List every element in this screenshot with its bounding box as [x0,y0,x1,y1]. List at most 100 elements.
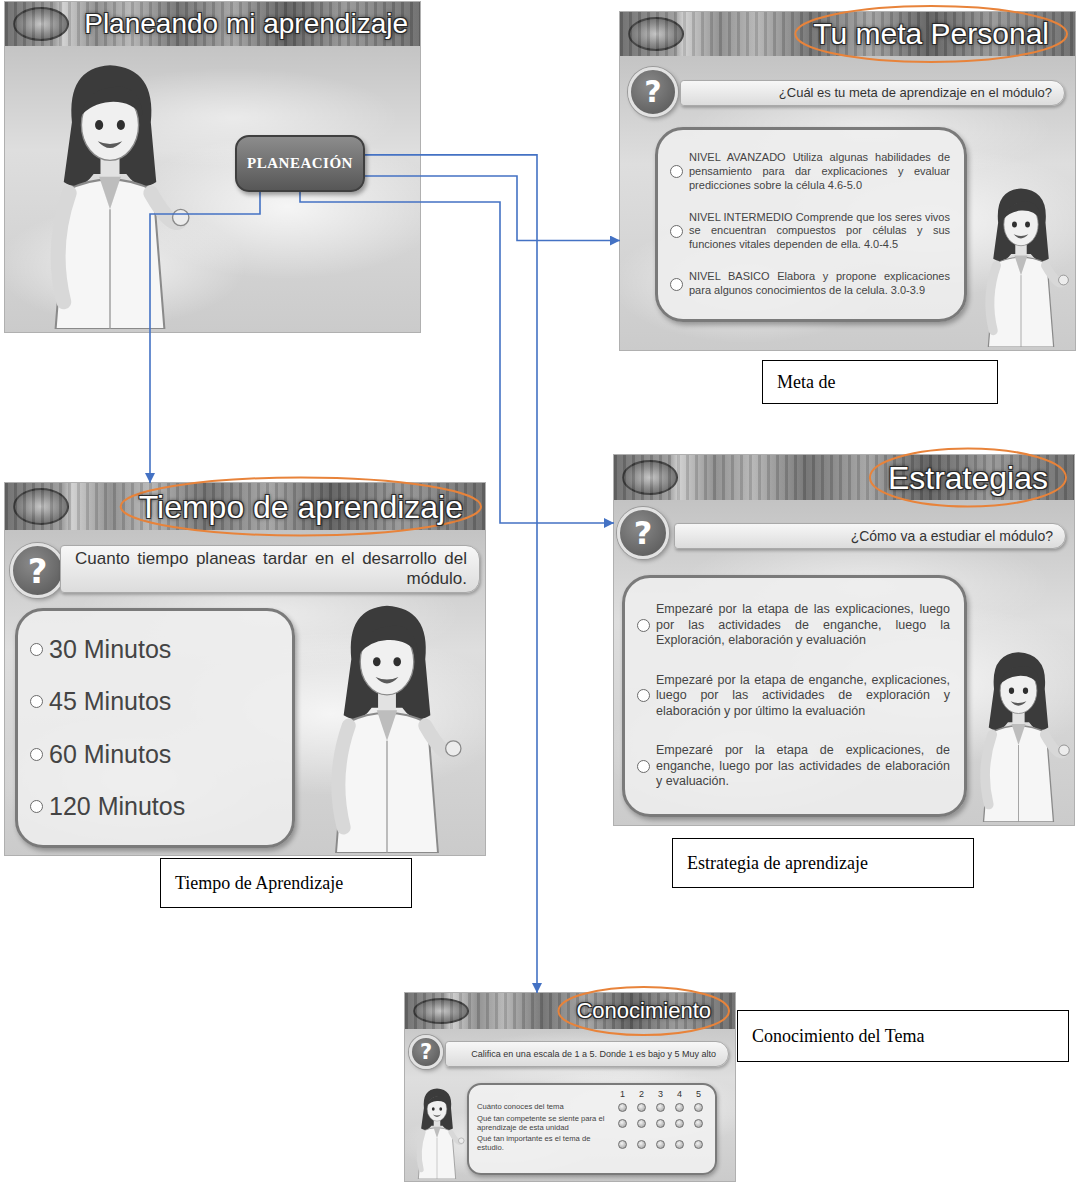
question-text: Cuanto tiempo planeas tardar en el desar… [75,549,467,590]
slide-title: Estrategias [888,462,1048,494]
cell-image [622,460,678,495]
option-text: Empezaré por la etapa de las explicacion… [656,602,950,649]
caption-box: Meta de [762,360,998,404]
question-icon: ? [409,1035,443,1069]
slide-panel: Tu meta Personal? ¿Cuál es tu meta de apr… [620,12,1075,350]
radio-button [637,689,650,702]
slide-title: Tiempo de aprendizaje [139,491,463,523]
slide-title: Conocimiento [576,1000,711,1022]
cell-image [13,488,69,525]
slide-panel: Conocimiento? Califica en una escala de 1… [405,993,735,1181]
option-row: Empezaré por la etapa de enganche, expli… [637,673,950,720]
option-row: NIVEL INTERMEDIO Comprende que los seres… [670,211,950,252]
radio-button [637,1119,646,1128]
rating-question: Qué tan importante es el tema de estudio… [477,1135,612,1153]
planning-button: PLANEACIÓN [235,135,365,192]
teacher-illustration [297,598,477,853]
header-strip: Tu meta Personal [620,12,1075,56]
option-text: 45 Minutos [49,686,278,717]
scale-number: 1 [614,1090,631,1100]
radio-button [618,1119,627,1128]
radio-button [618,1103,627,1112]
options-panel: Empezaré por la etapa de las explicacion… [622,575,967,817]
slide-panel: Tiempo de aprendizaje?Cuanto tiempo plan… [5,483,485,855]
question-mark: ? [420,1042,432,1063]
option-text: NIVEL INTERMEDIO Comprende que los seres… [689,211,950,252]
rating-table: 12345Cuánto conoces del temaQué tan comp… [467,1083,717,1175]
radio-button [670,225,683,238]
option-text: NIVEL BASICO Elabora y propone explicaci… [689,270,950,298]
option-text: Empezaré por la etapa de explicaciones, … [656,743,950,790]
option-row: 120 Minutos [30,791,278,822]
radio-button [670,165,683,178]
caption-box: Tiempo de Aprendizaje [160,858,412,908]
question-mark: ? [634,517,653,549]
question-bar: Califica en una escala de 1 a 5. Donde 1… [445,1041,729,1067]
rating-question: Cuánto conoces del tema [477,1103,612,1112]
teacher-illustration [409,1081,465,1179]
slide-title: Planeando mi aprendizaje [84,10,408,38]
rating-question: Qué tan competente se siente para el apr… [477,1115,612,1133]
radio-button [675,1103,684,1112]
radio-button [670,278,683,291]
option-row: 45 Minutos [30,686,278,717]
caption-box: Conocimiento del Tema [737,1010,1069,1062]
radio-button [656,1103,665,1112]
teacher-illustration [972,177,1070,347]
question-icon: ? [628,67,678,117]
radio-button [694,1103,703,1112]
caption-text: Meta de [777,372,835,393]
question-bar: ¿Cómo va a estudiar el módulo? [674,523,1066,549]
question-text: Califica en una escala de 1 a 5. Donde 1… [471,1049,716,1060]
header-strip: Conocimiento [405,993,735,1029]
scale-number: 5 [690,1090,707,1100]
caption-text: Conocimiento del Tema [752,1026,924,1047]
teacher-illustration [966,600,1071,822]
question-icon: ? [617,507,669,559]
highlight-ellipse [558,987,729,1035]
radio-button [618,1140,627,1149]
slide-panel: Estrategias? ¿Cómo va a estudiar el módul… [614,455,1074,825]
cell-image [413,998,469,1024]
option-row: Empezaré por la etapa de las explicacion… [637,602,950,649]
question-text: ¿Cuál es tu meta de aprendizaje en el mó… [779,85,1052,101]
option-text: NIVEL AVANZADO Utiliza algunas habilidad… [689,151,950,192]
teacher-illustration [15,57,205,329]
radio-button [656,1140,665,1149]
radio-button [637,1140,646,1149]
teacher-figure [409,1081,465,1179]
slide-panel: Planeando mi aprendizajePLANEACIÓN [5,2,420,332]
radio-button [675,1140,684,1149]
teacher-figure [15,57,205,329]
cell-image [628,17,684,51]
option-row: NIVEL AVANZADO Utiliza algunas habilidad… [670,151,950,192]
question-bar: ¿Cuál es tu meta de aprendizaje en el mó… [680,80,1065,106]
radio-button [30,643,43,656]
option-text: 30 Minutos [49,634,278,665]
option-row: 60 Minutos [30,739,278,770]
radio-button [30,800,43,813]
option-row: NIVEL BASICO Elabora y propone explicaci… [670,270,950,298]
option-row: 30 Minutos [30,634,278,665]
caption-text: Tiempo de Aprendizaje [175,873,343,894]
options-panel: NIVEL AVANZADO Utiliza algunas habilidad… [655,127,967,322]
button-label: PLANEACIÓN [247,155,353,172]
slide-title: Tu meta Personal [813,19,1049,49]
header-strip: Estrategias [614,455,1074,500]
teacher-figure [297,598,477,853]
scale-number: 3 [652,1090,669,1100]
radio-button [30,748,43,761]
teacher-figure [972,177,1070,347]
rating-grid: 12345Cuánto conoces del temaQué tan comp… [477,1090,707,1153]
radio-button [30,695,43,708]
option-text: 60 Minutos [49,739,278,770]
highlight-ellipse [121,478,481,536]
question-bar: Cuanto tiempo planeas tardar en el desar… [60,545,480,593]
teacher-figure [966,600,1071,822]
radio-button [675,1119,684,1128]
option-row: Empezaré por la etapa de explicaciones, … [637,743,950,790]
scale-number: 4 [671,1090,688,1100]
question-icon: ? [10,543,65,598]
radio-button [637,760,650,773]
